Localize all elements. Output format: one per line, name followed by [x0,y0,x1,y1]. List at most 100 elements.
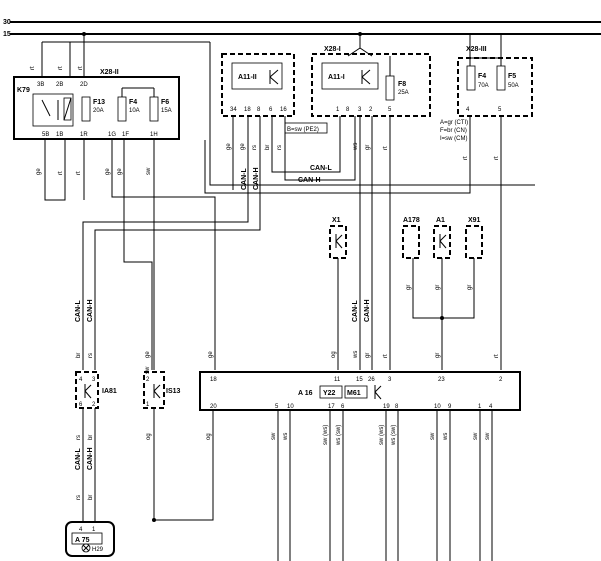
fuse-f4-x28iii [466,65,476,91]
svg-text:rs: rs [277,145,283,150]
svg-text:rt: rt [494,156,500,160]
svg-text:X1: X1 [332,217,341,224]
svg-text:F5: F5 [508,73,516,80]
svg-text:sw (ws): sw (ws) [379,425,385,445]
svg-text:1G: 1G [108,132,116,138]
a16-module [199,371,521,411]
svg-text:A=gr (CTI): A=gr (CTI) [440,120,468,126]
svg-text:CAN-H: CAN-H [298,177,321,184]
svg-text:og: og [146,433,152,440]
svg-text:gr: gr [365,145,371,150]
svg-text:4: 4 [79,527,83,533]
svg-text:sw (ws): sw (ws) [323,425,329,445]
ia81-label: IA81 [102,388,117,395]
svg-text:CAN-H: CAN-H [87,447,94,470]
svg-text:CAN-H: CAN-H [253,167,260,190]
svg-text:CAN-L: CAN-L [241,168,248,190]
svg-text:ge: ge [208,351,214,358]
svg-text:br: br [88,495,94,500]
svg-text:50A: 50A [508,83,519,89]
svg-text:9: 9 [448,404,452,410]
x91-connector [465,225,483,259]
svg-text:ws: ws [283,433,289,441]
a75-label: A 75 [75,537,90,544]
svg-text:2B: 2B [56,82,63,88]
svg-text:sw: sw [473,432,479,440]
rail-30-label: 30 [3,19,11,26]
svg-text:sw: sw [430,432,436,440]
svg-text:X91: X91 [468,217,481,224]
y22-label: Y22 [323,390,336,397]
svg-text:rs: rs [252,145,258,150]
svg-text:CAN-L: CAN-L [75,448,82,470]
svg-text:5: 5 [498,107,502,113]
svg-text:rt: rt [58,171,64,175]
svg-text:sw: sw [145,366,151,374]
svg-text:A11-I: A11-I [328,74,345,81]
svg-text:2: 2 [92,402,96,408]
svg-text:rt: rt [58,66,64,70]
svg-text:10A: 10A [129,108,140,114]
a1-module [433,225,451,259]
fuse-f13 [81,96,91,122]
x28-ii-module [13,76,180,140]
svg-text:rt: rt [463,156,469,160]
svg-text:2: 2 [369,107,373,113]
svg-text:H29: H29 [92,547,104,553]
svg-text:sw: sw [271,432,277,440]
x28-ii-label: X28-II [100,69,119,76]
svg-text:5: 5 [275,404,279,410]
x28-iii-label: X28-III [466,46,487,53]
svg-text:5B: 5B [42,132,49,138]
fuse-f8 [385,75,395,101]
svg-text:34: 34 [230,107,237,113]
svg-text:gr: gr [365,353,371,358]
svg-text:2: 2 [499,377,503,383]
svg-text:I=sw (CM): I=sw (CM) [440,136,468,142]
svg-text:5: 5 [388,107,392,113]
svg-text:16: 16 [280,107,287,113]
svg-text:10: 10 [287,404,294,410]
svg-text:rs: rs [88,353,94,358]
svg-text:1: 1 [146,402,150,408]
fuse-f5 [496,65,506,91]
svg-text:6: 6 [79,402,83,408]
rail-15-label: 15 [3,31,11,38]
svg-text:gr: gr [467,285,473,290]
svg-text:rt: rt [78,66,84,70]
svg-text:70A: 70A [478,83,489,89]
svg-text:26: 26 [368,377,375,383]
svg-text:sw: sw [146,167,152,175]
m61-label: M61 [347,390,361,397]
svg-text:2: 2 [146,377,150,383]
svg-text:1: 1 [336,107,340,113]
svg-text:20A: 20A [93,108,104,114]
svg-text:15A: 15A [161,108,172,114]
svg-text:6: 6 [269,107,273,113]
svg-text:3: 3 [92,377,96,383]
svg-text:ge: ge [226,143,232,150]
svg-text:A178: A178 [403,217,420,224]
svg-text:25A: 25A [398,90,409,96]
svg-text:ge: ge [36,168,42,175]
x1-connector [329,225,347,259]
a178-module [402,225,420,259]
svg-text:ws: ws [443,433,449,441]
svg-text:8: 8 [257,107,261,113]
svg-text:1F: 1F [122,132,129,138]
svg-text:4: 4 [489,404,493,410]
svg-text:8: 8 [395,404,399,410]
svg-text:A1: A1 [436,217,445,224]
svg-text:3: 3 [358,107,362,113]
svg-text:6: 6 [341,404,345,410]
svg-text:ge: ge [105,168,111,175]
svg-text:rt: rt [76,171,82,175]
svg-text:ge: ge [145,351,151,358]
svg-text:rs: rs [76,495,82,500]
svg-text:1R: 1R [80,132,88,138]
a11-ii-module [221,53,295,117]
svg-text:rt: rt [383,146,389,150]
x28-i-label: X28-I [324,46,341,53]
